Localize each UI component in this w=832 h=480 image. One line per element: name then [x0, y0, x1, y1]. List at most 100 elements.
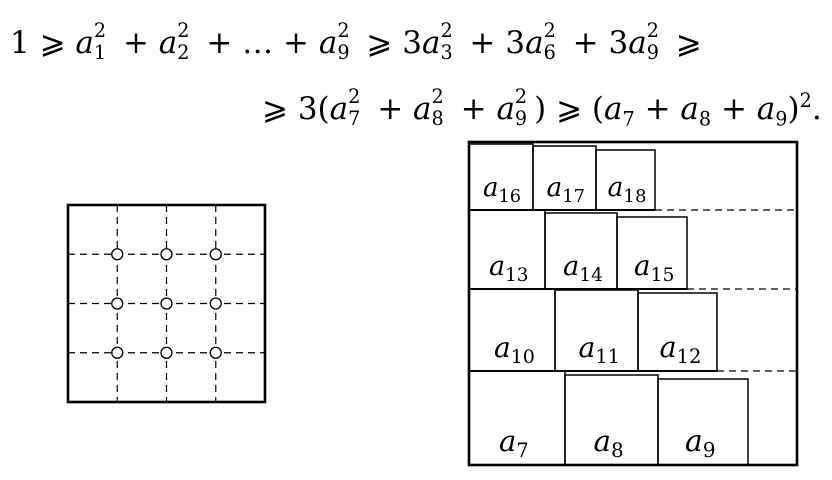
math-variable: a: [604, 91, 623, 127]
math-subscript: 8: [431, 106, 444, 130]
math-term: a8: [680, 91, 711, 129]
grid-outer-square: [66, 203, 267, 404]
math-superscript: 2: [337, 19, 350, 43]
math-superscript: 2: [348, 85, 361, 109]
grid-point-circle: [209, 248, 222, 261]
math-superscript: 2: [514, 85, 528, 109]
math-text: ) ⩾ (: [534, 91, 605, 127]
square-label-variable: a: [685, 423, 703, 458]
math-superscript: 2: [93, 19, 107, 43]
math-text: +: [113, 25, 159, 61]
packed-square: a7: [468, 370, 566, 466]
math-superscript: 2: [799, 89, 812, 113]
math-text: + … +: [196, 25, 319, 61]
square-outline: [544, 212, 618, 290]
packed-square: a12: [637, 292, 718, 372]
packed-square: a11: [554, 289, 639, 372]
square-label-index: 8: [611, 438, 624, 462]
math-subscript: 7: [622, 107, 635, 131]
square-outline: [564, 374, 659, 466]
packed-square: a15: [616, 216, 688, 290]
math-text: ⩾: [665, 25, 702, 61]
math-variable: a: [318, 25, 338, 61]
math-variable: a: [628, 25, 647, 61]
square-label: a13: [489, 251, 528, 286]
square-label-index: 12: [677, 345, 702, 368]
square-outline: [468, 143, 534, 211]
grid-point-circle: [160, 346, 173, 359]
square-label-variable: a: [579, 331, 596, 364]
math-text: +: [367, 91, 414, 127]
math-superscript: 2: [543, 19, 556, 43]
math-text: ⩾ 3: [356, 25, 422, 61]
math-text: 1 ⩾: [10, 25, 76, 61]
math-variable: a: [413, 91, 432, 127]
square-label-index: 18: [623, 186, 646, 207]
math-text: + 3: [459, 25, 526, 61]
square-label-variable: a: [660, 330, 677, 364]
square-outline: [532, 145, 597, 211]
square-label: a7: [499, 424, 529, 462]
square-label: a14: [563, 251, 603, 286]
math-variable: a: [421, 25, 441, 61]
square-label-variable: a: [594, 424, 612, 458]
grid-point-circle: [111, 248, 124, 261]
square-label-index: 7: [516, 439, 529, 462]
square-outline: [468, 209, 546, 290]
square-label-variable: a: [634, 249, 651, 282]
grid-point-circle: [209, 297, 222, 310]
square-outline: [468, 370, 566, 466]
grid-point-circle: [160, 248, 173, 261]
square-label-variable: a: [494, 331, 511, 364]
square-label-variable: a: [483, 173, 499, 203]
grid-point-circle: [111, 297, 124, 310]
math-subscript: 1: [93, 40, 107, 64]
math-subscript: 9: [646, 40, 659, 64]
math-variable: a: [329, 91, 349, 127]
math-subscript: 9: [775, 107, 788, 131]
square-label-index: 15: [651, 265, 675, 286]
square-outline: [637, 292, 718, 372]
packed-square: a8: [564, 374, 659, 466]
math-superscript: 2: [177, 19, 190, 43]
math-variable: a: [680, 91, 699, 127]
square-label-index: 14: [579, 265, 603, 286]
packed-square: a18: [595, 149, 656, 211]
square-label: a16: [483, 173, 521, 207]
square-label: a10: [494, 331, 535, 368]
square-outline: [595, 149, 656, 211]
square-label: a15: [634, 249, 674, 286]
math-subscript: 7: [348, 106, 361, 130]
square-label: a8: [594, 424, 624, 462]
math-subscript: 3: [440, 40, 453, 64]
square-label: a18: [608, 172, 647, 207]
square-label-index: 10: [511, 346, 535, 368]
square-label-index: 16: [499, 187, 522, 207]
math-term: a9: [757, 91, 788, 129]
square-outline: [468, 288, 556, 372]
square-label-variable: a: [563, 251, 579, 282]
math-term: a7: [604, 91, 635, 129]
math-superscript: 2: [431, 85, 444, 109]
math-superscript: 2: [440, 19, 453, 43]
square-label: a17: [547, 173, 585, 207]
square-label-variable: a: [547, 173, 563, 203]
square-outline: [657, 378, 749, 466]
math-superscript: 2: [646, 19, 659, 43]
